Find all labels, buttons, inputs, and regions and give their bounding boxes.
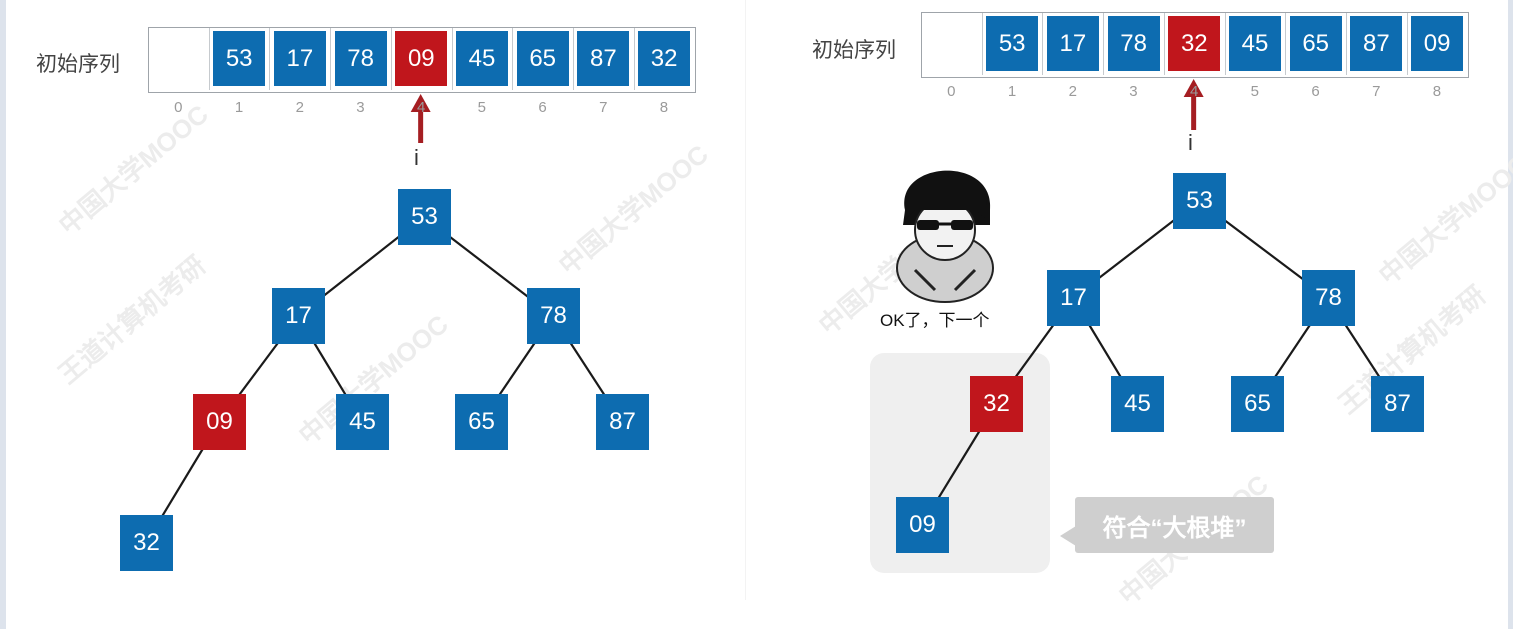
array-divider xyxy=(1285,13,1287,75)
array-divider xyxy=(1042,13,1044,75)
array-cell: 87 xyxy=(577,31,630,86)
tree-node: 78 xyxy=(527,288,580,344)
tree-node: 45 xyxy=(336,394,389,450)
array-divider xyxy=(572,28,574,90)
array-divider xyxy=(981,13,983,75)
array-cell: 87 xyxy=(1350,16,1403,71)
array-cell: 17 xyxy=(273,31,326,86)
panel-divider xyxy=(745,0,746,600)
array-index: 3 xyxy=(356,99,365,116)
array-cell: 53 xyxy=(986,16,1039,71)
array-cell: 78 xyxy=(1107,16,1160,71)
seq-label-right: 初始序列 xyxy=(812,39,896,62)
array-cell: 65 xyxy=(1289,16,1342,71)
array-divider xyxy=(1406,13,1408,75)
array-cell: 65 xyxy=(516,31,569,86)
array-index: 2 xyxy=(295,99,304,116)
array-index: 3 xyxy=(1129,83,1138,100)
array-divider xyxy=(512,28,514,90)
array-index: 0 xyxy=(947,83,956,100)
array-divider xyxy=(269,28,271,90)
tree-node: 87 xyxy=(596,394,649,450)
seq-label-left: 初始序列 xyxy=(36,53,120,76)
tree-node: 78 xyxy=(1302,270,1355,326)
tree-node: 53 xyxy=(1173,173,1226,229)
pointer-i-right: i xyxy=(1188,130,1193,155)
array-cell: 09 xyxy=(1411,16,1464,71)
array-index: 1 xyxy=(234,99,244,116)
right-frame xyxy=(1508,0,1513,629)
tree-node: 32 xyxy=(120,515,173,571)
array-index: 8 xyxy=(1432,83,1442,100)
array-index: 0 xyxy=(174,99,183,116)
pointer-i-left: i xyxy=(414,145,419,170)
array-index: 4 xyxy=(416,99,426,116)
array-divider xyxy=(1163,13,1165,75)
array-index: 1 xyxy=(1007,83,1017,100)
array-divider xyxy=(1345,13,1347,75)
array-cell: 17 xyxy=(1046,16,1099,71)
array-index: 8 xyxy=(659,99,669,116)
max-heap-callout: 符合“大根堆” xyxy=(1075,497,1274,553)
array-divider xyxy=(208,28,210,90)
array-cell-current: 09 xyxy=(395,31,448,86)
tree-node: 17 xyxy=(1047,270,1100,326)
meme-caption: OK了，下一个 xyxy=(880,311,990,330)
array-index: 2 xyxy=(1068,83,1077,100)
array-divider xyxy=(451,28,453,90)
array-divider xyxy=(633,28,635,90)
array-index: 6 xyxy=(538,99,547,116)
array-index: 5 xyxy=(1250,83,1260,100)
pointer-arrow-right-head xyxy=(1183,79,1204,97)
array-index: 7 xyxy=(599,99,608,116)
tree-node: 65 xyxy=(1231,376,1284,432)
array-divider xyxy=(330,28,332,90)
array-index: 5 xyxy=(477,99,487,116)
tree-node: 87 xyxy=(1371,376,1424,432)
array-index: 7 xyxy=(1372,83,1381,100)
callout-tail xyxy=(1060,526,1076,546)
array-cell: 45 xyxy=(1229,16,1281,71)
tree-node-current: 32 xyxy=(970,376,1023,432)
array-divider xyxy=(1224,13,1226,75)
array-cell: 32 xyxy=(638,31,691,86)
tree-node: 09 xyxy=(896,497,949,553)
array-cell: 45 xyxy=(456,31,508,86)
tree-node: 45 xyxy=(1111,376,1164,432)
array-index: 6 xyxy=(1311,83,1320,100)
tree-node: 17 xyxy=(272,288,325,344)
pointer-arrow-left-head xyxy=(410,94,431,112)
tree-node-current: 09 xyxy=(193,394,246,450)
tree-node: 53 xyxy=(398,189,451,245)
array-divider xyxy=(390,28,392,90)
left-frame xyxy=(0,0,6,629)
array-index: 4 xyxy=(1189,83,1199,100)
array-cell-current: 32 xyxy=(1168,16,1221,71)
array-cell: 78 xyxy=(334,31,387,86)
array-cell: 53 xyxy=(213,31,266,86)
tree-node: 65 xyxy=(455,394,508,450)
array-divider xyxy=(1103,13,1105,75)
